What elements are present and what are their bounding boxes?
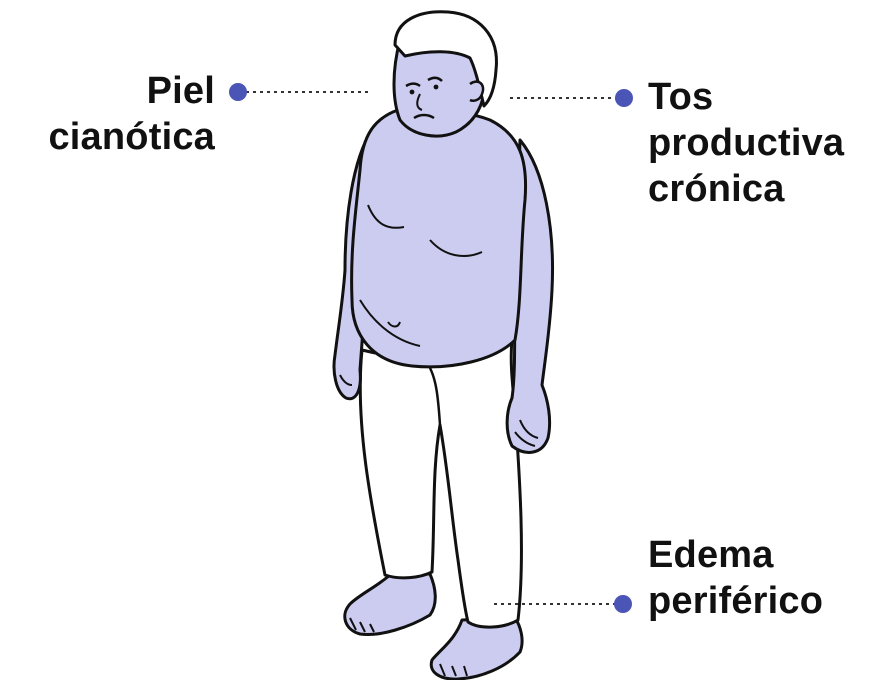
- label-edema-line-2: periférico: [648, 578, 873, 624]
- cough-dot: [615, 89, 633, 107]
- edema-dot: [614, 595, 632, 613]
- label-skin: Piel cianótica: [20, 68, 215, 160]
- skin-dot: [229, 83, 247, 101]
- label-edema: Edema periférico: [648, 532, 873, 624]
- label-skin-line-2: cianótica: [20, 114, 215, 160]
- label-skin-line-1: Piel: [20, 68, 215, 114]
- label-cough-line-3: crónica: [648, 166, 873, 212]
- label-cough-line-1: Tos: [648, 74, 873, 120]
- label-cough-line-2: productiva: [648, 120, 873, 166]
- label-edema-line-1: Edema: [648, 532, 873, 578]
- left-foot: [345, 573, 435, 635]
- torso: [352, 110, 526, 367]
- label-cough: Tos productiva crónica: [648, 74, 873, 212]
